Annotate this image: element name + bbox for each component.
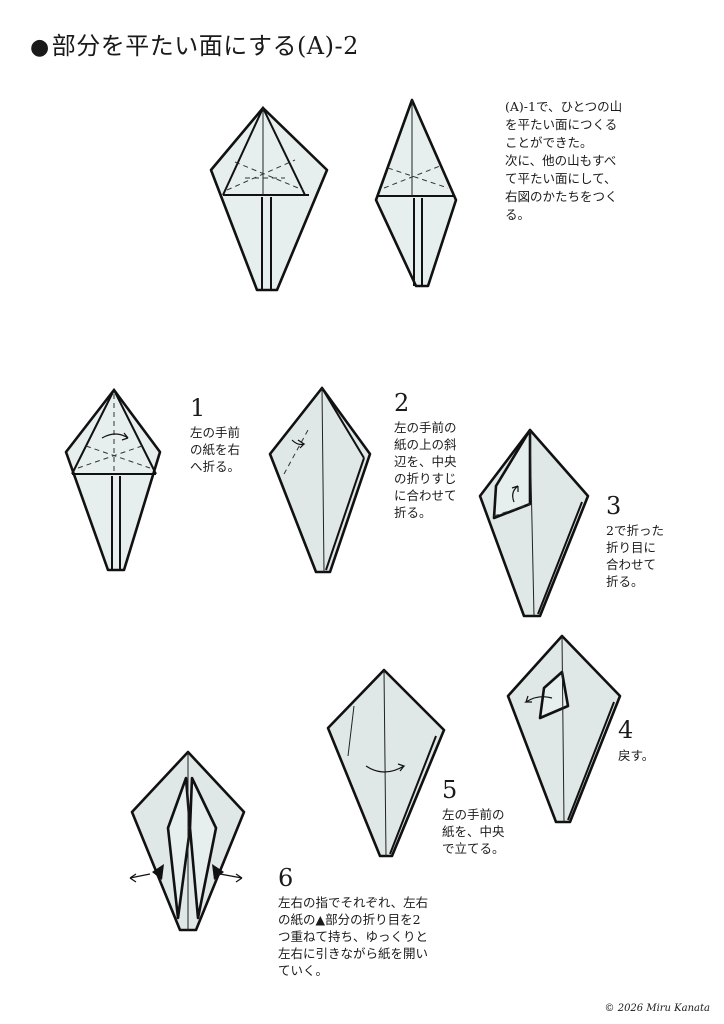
figure-step-3-inner-edge xyxy=(537,501,583,615)
figure-top-a-paper xyxy=(209,106,329,292)
step-1-number: 1 xyxy=(190,394,206,422)
step-4-text: 戻す。 xyxy=(618,748,655,763)
figure-top-a xyxy=(209,105,329,292)
figure-step-3-paper xyxy=(478,428,590,618)
copyright: © 2026 Miru Kanata xyxy=(604,1003,710,1014)
figure-top-b xyxy=(374,98,458,288)
figure-step-4-flap xyxy=(538,670,570,720)
triangle-left-icon xyxy=(152,864,164,880)
triangle-right-icon xyxy=(212,864,224,880)
figure-step-1 xyxy=(64,387,162,572)
figure-step-3-crease xyxy=(529,429,535,617)
figure-step-5-mark xyxy=(347,705,355,757)
figure-step-5 xyxy=(326,668,446,858)
page-title: ●部分を平たい面にする(A)-2 xyxy=(30,26,359,61)
arrow-curve-icon xyxy=(365,763,406,773)
intro-text: (A)-1で、ひとつの山 を平たい面につくる ことができた。 次に、他の山もすべ… xyxy=(505,99,623,222)
figure-step-4-inner-edge xyxy=(567,701,615,821)
step-3-text: 2で折った 折り目に 合わせて 折る。 xyxy=(606,523,664,589)
figure-step-2 xyxy=(268,386,372,574)
figure-step-3-flap xyxy=(492,428,532,520)
step-3-number: 3 xyxy=(606,492,622,520)
step-4-number: 4 xyxy=(618,716,634,744)
figure-top-a-dashed xyxy=(226,159,304,191)
page-title-text: 部分を平たい面にする(A)-2 xyxy=(51,32,359,60)
step-2-number: 2 xyxy=(394,389,410,417)
figure-step-4 xyxy=(506,634,622,824)
arrow-right-icon xyxy=(101,432,129,441)
arrow-fold-icon xyxy=(291,439,306,449)
figure-step-2-crease xyxy=(321,387,325,573)
figure-step-1-dashed xyxy=(77,445,151,469)
arrow-up-icon xyxy=(511,485,519,503)
figure-step-6-right-flap xyxy=(188,776,218,920)
figure-top-b-paper xyxy=(374,98,458,288)
step-2-text: 左の手前の 紙の上の斜 辺を、中央 の折りすじ に合わせて 折る。 xyxy=(394,420,457,520)
figure-step-3 xyxy=(478,428,590,618)
figure-step-6-left-flap xyxy=(166,776,192,920)
step-5-text: 左の手前の 紙を、中央 で立てる。 xyxy=(442,807,505,856)
figure-step-2-paper xyxy=(268,386,372,574)
figure-step-4-crease xyxy=(561,635,565,823)
step-6-text: 左右の指でそれぞれ、左右 の紙の▲部分の折り目を2 つ重ねて持ち、ゆっくりと 左… xyxy=(278,895,429,978)
arrow-left-icon xyxy=(524,695,553,703)
bullet-icon: ● xyxy=(30,35,50,60)
figure-step-2-inner-edge xyxy=(325,457,365,571)
figure-step-5-crease xyxy=(383,669,387,857)
figure-step-3-dashed xyxy=(493,503,531,517)
figure-step-5-inner-edge xyxy=(389,735,437,855)
arrow-pull-right-icon xyxy=(219,873,243,883)
step-1-text: 左の手前 の紙を右 へ折る。 xyxy=(190,425,241,474)
step-5-number: 5 xyxy=(442,776,458,804)
figure-top-b-dashed xyxy=(383,165,449,189)
step-6-number: 6 xyxy=(278,864,294,892)
figure-step-4-paper xyxy=(506,634,622,824)
arrow-pull-left-icon xyxy=(129,873,151,883)
figure-step-6 xyxy=(129,750,246,932)
